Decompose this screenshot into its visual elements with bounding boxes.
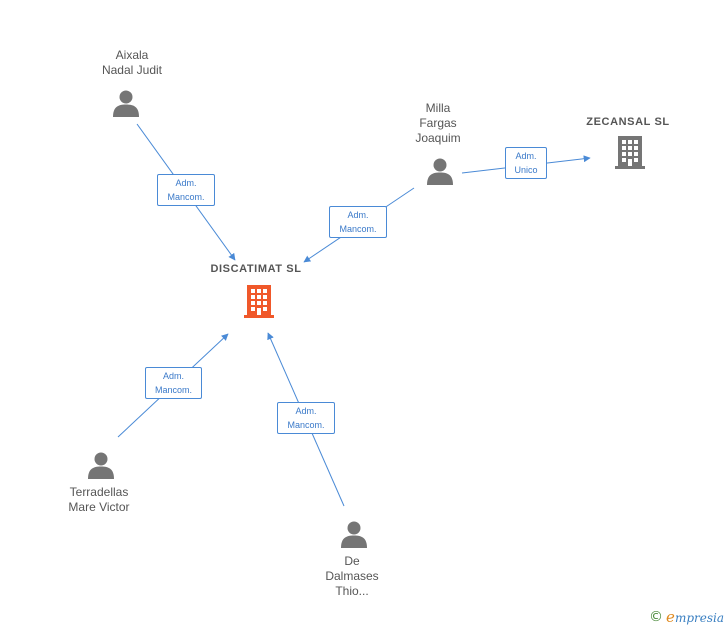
edge-label-line: Adm. — [295, 406, 317, 416]
building-icon[interactable] — [613, 134, 647, 170]
person-icon[interactable] — [86, 450, 116, 480]
node-label-line: Aixala — [115, 48, 149, 62]
node-label-line: Fargas — [419, 116, 457, 130]
edge-label-line: Mancom. — [167, 192, 205, 202]
node-label-line: Terradellas — [69, 485, 129, 499]
node-label-milla[interactable]: Milla Fargas Joaquim — [378, 101, 498, 146]
person-icon[interactable] — [425, 156, 455, 186]
edge-label-milla-zecansal[interactable]: Adm. Unico — [505, 147, 547, 179]
brand-name: mpresia — [674, 611, 724, 625]
node-label-line: De — [344, 554, 360, 568]
node-label-line: Nadal Judit — [101, 63, 163, 77]
company-label-zecansal[interactable]: ZECANSAL SL — [586, 116, 670, 128]
brand-logo: empresia — [666, 608, 724, 626]
node-label-line: Dalmases — [325, 569, 379, 583]
node-label-line: Milla — [425, 101, 451, 115]
edge-label-line: Unico — [514, 165, 538, 175]
edge-label-line: Mancom. — [287, 420, 325, 430]
person-icon[interactable] — [111, 88, 141, 118]
brand-initial: e — [666, 608, 675, 626]
edge-label-line: Mancom. — [339, 224, 377, 234]
edge-label-terradellas-discatimat[interactable]: Adm. Mancom. — [145, 367, 202, 399]
copyright-icon: © — [649, 609, 664, 625]
edge-label-aixala-discatimat[interactable]: Adm. Mancom. — [157, 174, 215, 206]
edge-label-line: Adm. — [515, 151, 537, 161]
edge-label-milla-discatimat[interactable]: Adm. Mancom. — [329, 206, 387, 238]
node-label-dalmases[interactable]: De Dalmases Thio... — [292, 554, 412, 599]
edge-label-line: Adm. — [347, 210, 369, 220]
building-icon[interactable] — [242, 283, 276, 319]
node-label-aixala[interactable]: Aixala Nadal Judit — [72, 48, 192, 78]
person-icon[interactable] — [339, 519, 369, 549]
node-label-line: Thio... — [335, 584, 369, 598]
node-label-terradellas[interactable]: Terradellas Mare Victor — [39, 485, 159, 515]
edge-label-dalmases-discatimat[interactable]: Adm. Mancom. — [277, 402, 335, 434]
company-label-discatimat[interactable]: DISCATIMAT SL — [210, 263, 302, 275]
node-label-line: Mare Victor — [68, 500, 130, 514]
empresia-watermark[interactable]: © empresia — [649, 608, 724, 626]
edge-label-line: Adm. — [162, 371, 184, 381]
edge-label-line: Mancom. — [154, 385, 192, 395]
node-label-line: Joaquim — [415, 131, 461, 145]
edge-label-line: Adm. — [175, 178, 197, 188]
